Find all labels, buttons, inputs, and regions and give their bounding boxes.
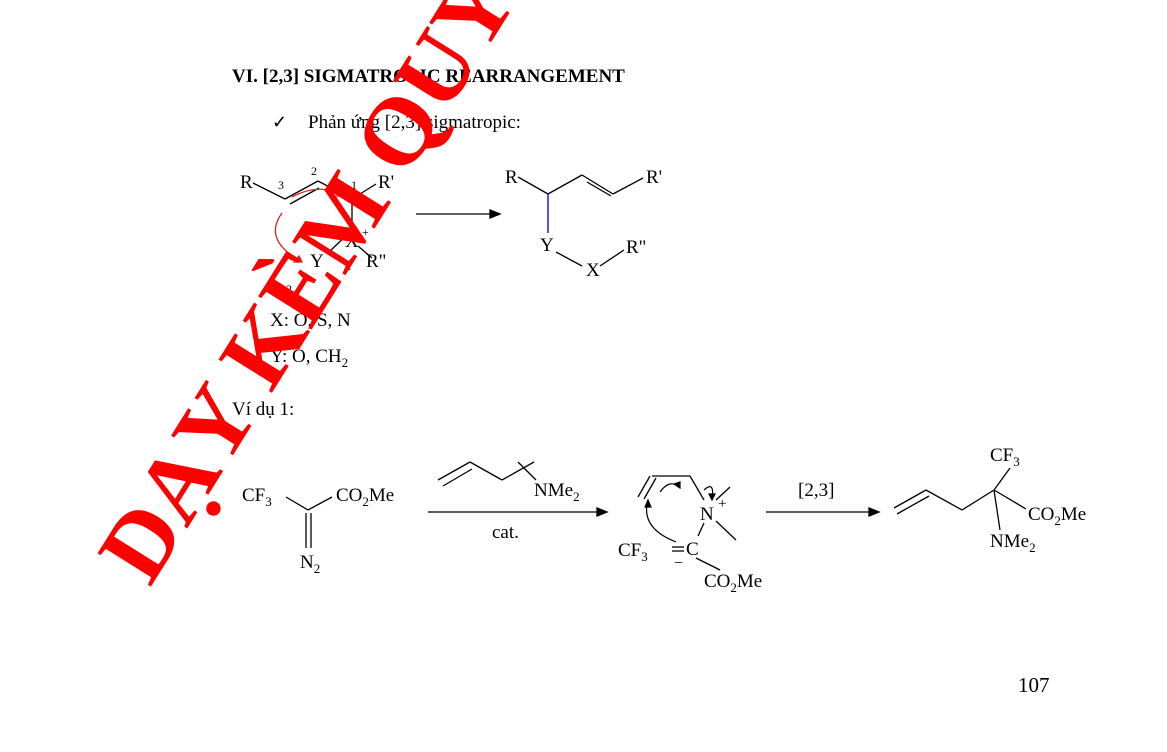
svg-text:CO2Me: CO2Me: [1028, 504, 1086, 528]
step1-arrow: [428, 507, 609, 517]
ylide-bonds: [637, 475, 737, 571]
step2-arrow: [766, 507, 881, 517]
prod-label-X: X: [586, 260, 600, 281]
label-R: R: [240, 172, 253, 193]
prod-label-R: R: [505, 167, 518, 188]
svg-text:N: N: [700, 504, 714, 525]
ylide-intermediate: N + CF3 C − CO2Me: [618, 496, 762, 595]
locant-2: 2: [311, 164, 317, 178]
diazo-bonds: [285, 496, 333, 548]
allylamine-n-bond: [517, 461, 537, 481]
svg-text:C: C: [686, 539, 699, 560]
reactant-bonds: [252, 180, 377, 259]
svg-text:NMe2: NMe2: [990, 531, 1036, 555]
final-product: CF3 CO2Me NMe2: [990, 445, 1086, 555]
ylide-curved-arrows: [644, 481, 716, 543]
svg-text:NMe2: NMe2: [534, 480, 580, 504]
prod-label-Y: Y: [540, 235, 554, 256]
locant-1: 1: [351, 178, 357, 192]
example-label: Ví dụ 1:: [232, 399, 294, 420]
catalyst-label: cat.: [492, 522, 519, 543]
allylamine-reagent: [437, 461, 535, 487]
bullet-text: Phản ứng [2,3] sigmatropic:: [308, 112, 521, 133]
prod-label-R-prime: R': [646, 167, 662, 188]
diazo-reactant: CF3 CO2Me N2: [242, 485, 394, 576]
step2-label: [2,3]: [798, 480, 834, 501]
svg-text:+: +: [718, 496, 726, 512]
locant-1b: 1: [346, 259, 352, 273]
scheme-generic-product: R R' Y X R": [505, 167, 662, 281]
label-Y: Y: [310, 251, 324, 272]
curved-electron-arrows: [274, 188, 345, 263]
label-X-plus: +: [362, 225, 369, 239]
locant-3: 3: [278, 178, 284, 192]
svg-text:CF3: CF3: [990, 445, 1020, 469]
substituent-legend: X: O, S, N Y: O, CH2: [270, 310, 351, 370]
svg-text:−: −: [674, 555, 683, 572]
svg-text:N2: N2: [300, 552, 320, 576]
scheme-generic-reactant: R 3 2 1 R' X + Y 1 R" 2: [240, 164, 394, 296]
y-definition: Y: O, CH2: [270, 346, 348, 370]
svg-text:CO2Me: CO2Me: [704, 571, 762, 595]
product-bonds: [517, 174, 644, 267]
scheme1-reaction-arrow: [416, 209, 502, 219]
svg-text:CO2Me: CO2Me: [336, 485, 394, 509]
x-definition: X: O, S, N: [270, 310, 351, 331]
svg-text:CF3: CF3: [242, 485, 272, 509]
label-R-double-prime: R": [366, 251, 386, 272]
final-product-bonds: [893, 467, 1027, 531]
svg-text:CF3: CF3: [618, 540, 648, 564]
prod-label-R-double-prime: R": [626, 237, 646, 258]
section-heading: VI. [2,3] SIGMATROPIC REARRANGEMENT: [232, 66, 625, 87]
check-mark-icon: ✓: [272, 112, 287, 132]
locant-2b: 2: [286, 282, 292, 296]
page-number: 107: [1018, 673, 1050, 697]
label-R-prime: R': [378, 172, 394, 193]
label-X: X: [345, 231, 359, 252]
